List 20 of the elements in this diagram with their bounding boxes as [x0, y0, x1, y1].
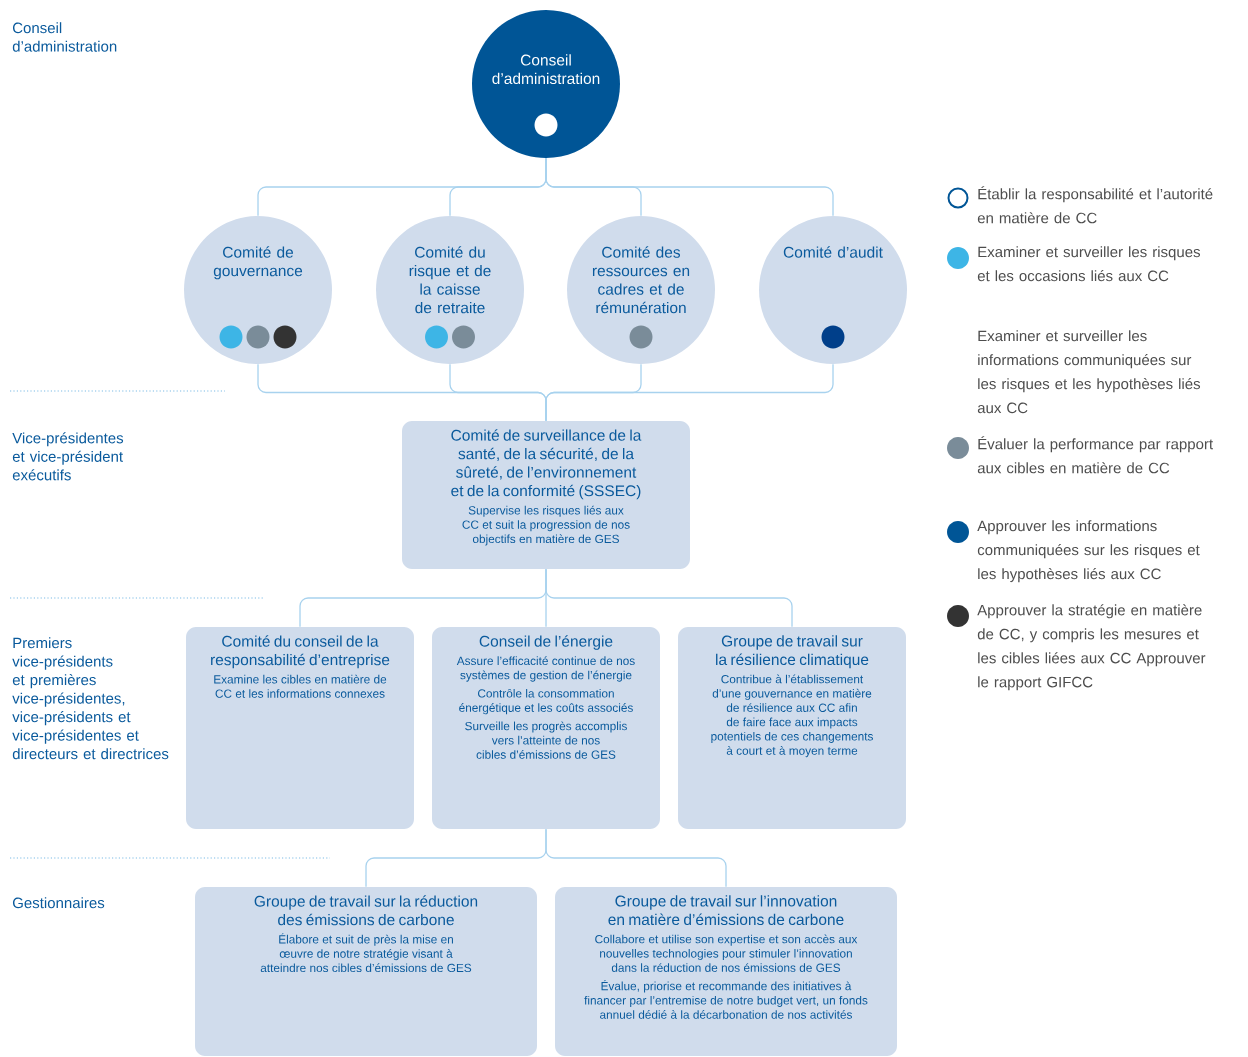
- committee-box: Conseil de l’énergie Assure l’efficacité continue de nos systèmes de gestion de l’énergie Contrôle la consommation énergétique et les coûts associés Surveille les progrès accomplis vers l’atteinte de nos cibles d’émissions de GES: [432, 627, 660, 829]
- committee-box: Groupe de travail sur la réduction des émissions de carbone Élabore et suit de près la mise en œuvre de notre stratégie visant à atteindre nos cibles d’émissions de GES: [195, 887, 537, 1056]
- legend-text: Évaluer la performance par rapport aux cibles en matière de CC: [977, 436, 1213, 474]
- connector-line: [545, 157, 834, 217]
- legend-text: Établir la responsabilité et l’autorité en matière de CC: [977, 186, 1213, 224]
- legend-text: Examiner et surveiller les risques et les occasions liés aux CC: [977, 246, 1200, 282]
- level-label: Vice-présidentes et vice-président exécutifs: [12, 432, 124, 481]
- connector-line: [545, 568, 793, 628]
- level-label: Gestionnaires: [12, 897, 105, 909]
- legend-note: Examiner et surveiller les informations communiquées sur les risques et les hypothèses liés aux CC: [977, 330, 1201, 414]
- level-label: Premiers vice-présidents et premières vice-présidentes, vice-présidents et vice-présidentes et directeurs et directrices: [12, 637, 169, 760]
- committee-box: Comité du conseil de la responsabilité d’entreprise Examine les cibles en matière de CC et les informations connexes: [186, 627, 414, 829]
- connector-line: [545, 828, 727, 888]
- committee-box: Groupe de travail sur la résilience climatique Contribue à l’établissement d’une gouvernance en matière de résilience aux CC afin de faire face aux impacts potentiels de ces changements à court et à moyen terme: [678, 627, 906, 829]
- level-label: Conseil d’administration: [12, 22, 117, 52]
- committee-box: Groupe de travail sur l’innovation en matière d’émissions de carbone Collabore et utilise son expertise et son accès aux nouvelles technologies pour stimuler l’innovation dans la réduction de nos émissions de GES Évalue, priorise et recommande des initiatives à financer par l’entremise de notre budget vert, un fonds annuel dédié à la décarbonation de nos activités: [555, 887, 897, 1056]
- connector-line: [545, 363, 834, 422]
- legend-text: Approuver les informations communiquées sur les risques et les hypothèses liés aux CC: [977, 520, 1200, 583]
- legend-text: Approuver la stratégie en matière de CC, y compris les mesures et les cibles liées aux CC Approuver le rapport GIFCC: [977, 604, 1206, 691]
- committee-box: Comité de surveillance de la santé, de la sécurité, de la sûreté, de l’environnement et de la conformité (SSSEC) Supervise les risques liés aux CC et suit la progression de nos objectifs en matière de GES: [402, 421, 690, 569]
